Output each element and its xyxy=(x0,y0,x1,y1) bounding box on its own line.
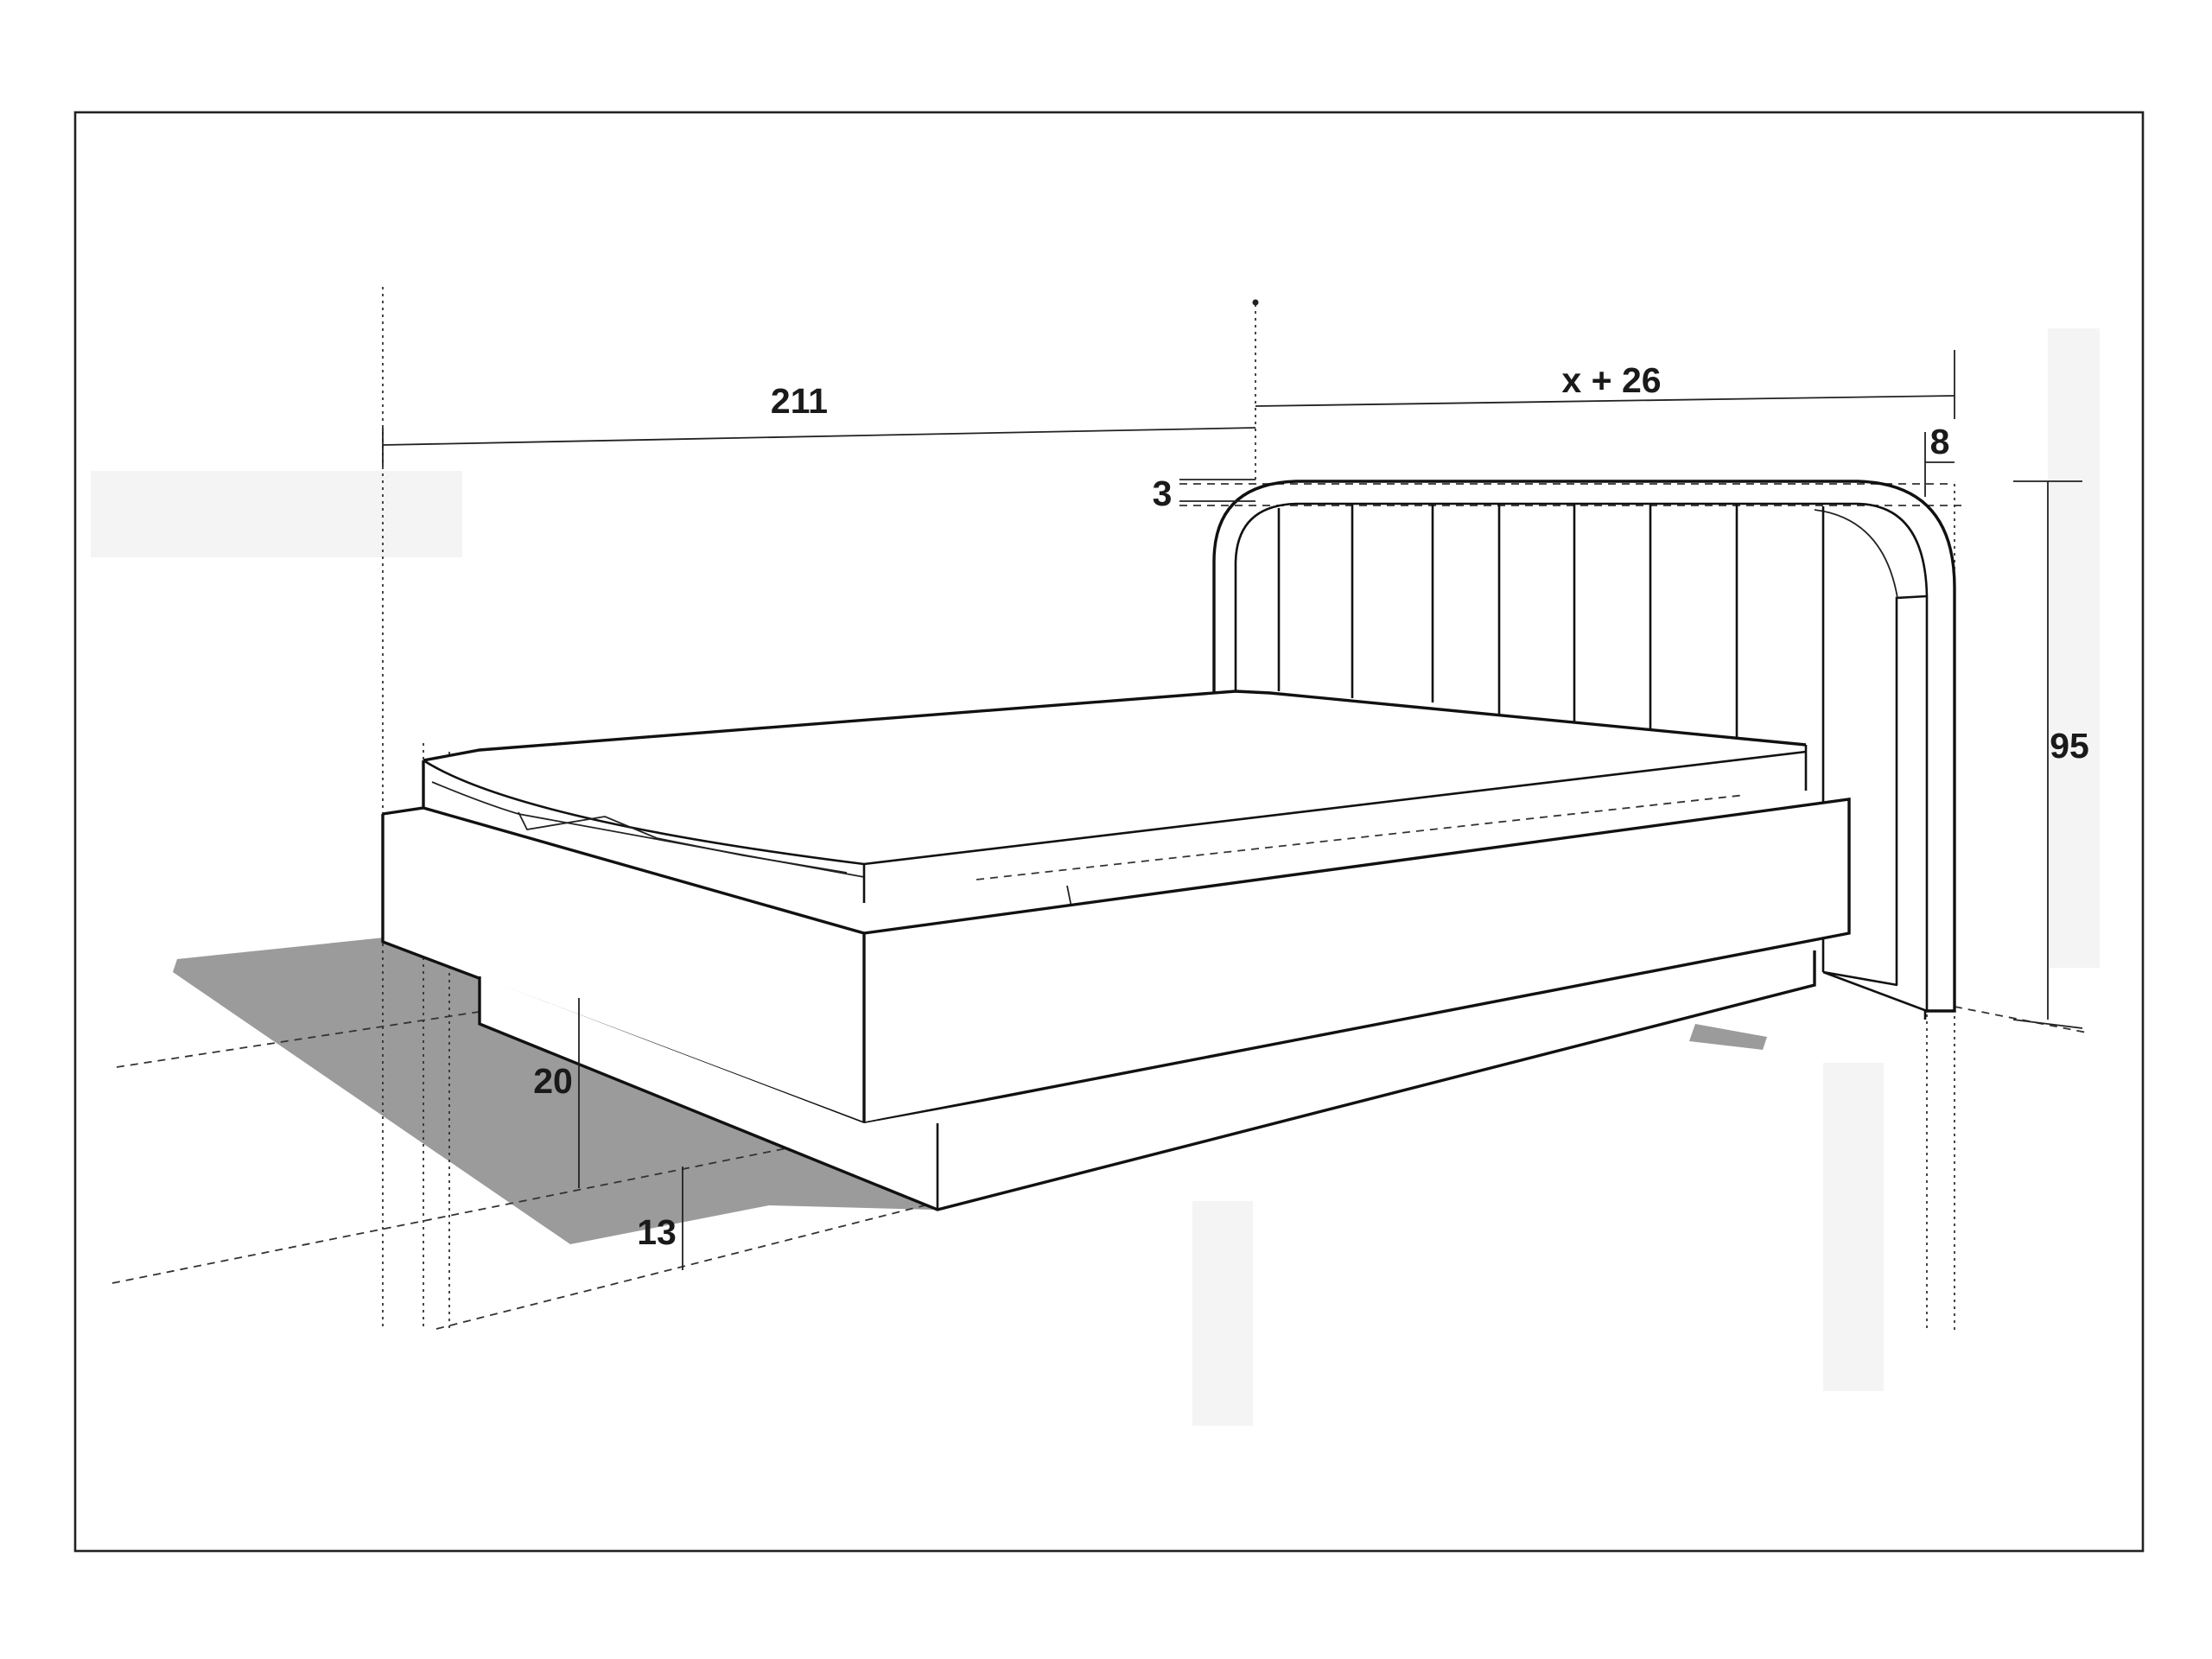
dimension-labels: 211 x + 26 8 3 95 20 13 xyxy=(533,360,2089,1252)
dimension-lines xyxy=(382,299,2083,1270)
drawing-border xyxy=(73,111,2145,1553)
floor-shadow xyxy=(173,938,1767,1244)
headboard-width-label: x + 26 xyxy=(1561,360,1661,400)
bed-base xyxy=(478,950,1816,1211)
frame-height-label: 20 xyxy=(533,1061,573,1101)
length-label: 211 xyxy=(771,381,828,421)
headboard-offset-label: 3 xyxy=(1153,474,1173,513)
bed-frame xyxy=(381,798,1851,1126)
base-height-label: 13 xyxy=(637,1212,677,1252)
headboard-height-label: 95 xyxy=(2050,726,2089,766)
headboard xyxy=(1212,480,1956,1020)
mattress xyxy=(422,690,1808,908)
background-ghost-marks xyxy=(91,328,2100,1426)
headboard-thickness-label: 8 xyxy=(1930,422,1950,461)
